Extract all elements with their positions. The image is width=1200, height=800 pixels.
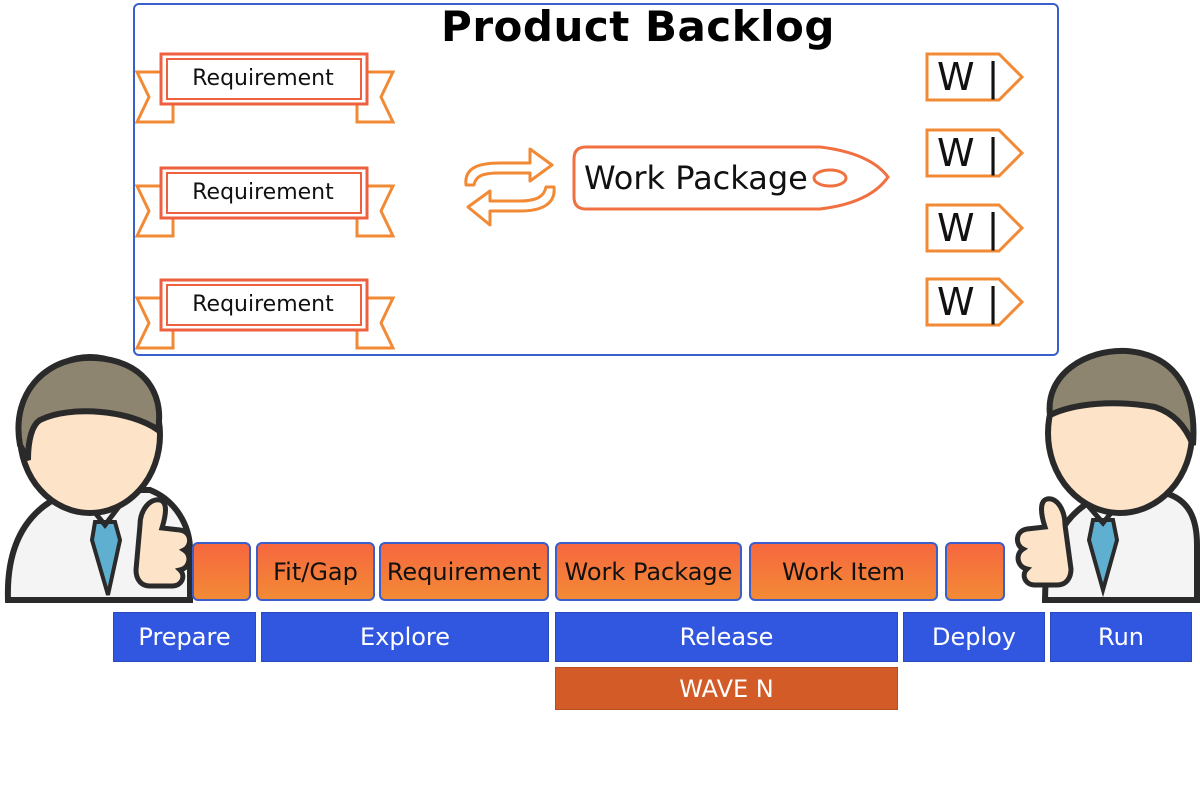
phase-box-fit-gap: Fit/Gap	[256, 542, 375, 601]
stage-deploy: Deploy	[903, 612, 1045, 662]
work-item-tag: W |	[925, 128, 1025, 178]
work-package-outline	[572, 145, 890, 211]
stage-label: Release	[679, 623, 774, 651]
stage-label: Explore	[359, 623, 451, 651]
ribbon-shape	[135, 52, 395, 124]
wave-label: WAVE N	[679, 674, 774, 703]
stage-label: Run	[1097, 623, 1145, 651]
tag-shape	[925, 128, 1025, 178]
work-item-tag: W |	[925, 277, 1025, 327]
work-item-tag-label: W |	[937, 55, 1000, 99]
exchange-arrows-icon	[464, 147, 556, 227]
phase-box-work-package: Work Package	[555, 542, 742, 601]
ribbon-shape	[135, 166, 395, 238]
stage-release: Release	[555, 612, 898, 662]
requirement-ribbon: Requirement	[135, 278, 395, 350]
requirement-label: Requirement	[192, 179, 334, 205]
phase-label: Work Item	[781, 557, 906, 586]
stage-prepare: Prepare	[113, 612, 256, 662]
work-item-tag-label: W |	[937, 131, 1000, 175]
stage-run: Run	[1050, 612, 1192, 662]
phase-box-requirement: Requirement	[379, 542, 549, 601]
phase-label: Fit/Gap	[273, 557, 358, 586]
requirement-label: Requirement	[192, 65, 334, 91]
phase-box-prepare	[192, 542, 251, 601]
phase-box-work-item: Work Item	[749, 542, 938, 601]
work-package-shape: Work Package	[570, 143, 895, 213]
person-thumbs-up-left-icon	[4, 354, 193, 603]
wave-bar: WAVE N	[555, 667, 898, 710]
tag-shape	[925, 203, 1025, 253]
work-item-tag: W |	[925, 203, 1025, 253]
stage-label: Deploy	[931, 623, 1017, 651]
work-item-tag-label: W |	[937, 206, 1000, 250]
work-package-label: Work Package	[584, 159, 808, 197]
person-thumbs-up-right-icon	[1015, 347, 1200, 603]
phase-label: Requirement	[386, 557, 542, 586]
tag-shape	[925, 52, 1025, 102]
phase-box-deploy	[945, 542, 1005, 601]
ribbon-shape	[135, 278, 395, 350]
work-item-tag-label: W |	[937, 280, 1000, 324]
requirement-ribbon: Requirement	[135, 166, 395, 238]
work-item-tag: W |	[925, 52, 1025, 102]
requirement-label: Requirement	[192, 291, 334, 317]
stage-explore: Explore	[261, 612, 549, 662]
backlog-title: Product Backlog	[441, 2, 835, 51]
tag-shape	[925, 277, 1025, 327]
phase-label: Work Package	[564, 557, 733, 586]
requirement-ribbon: Requirement	[135, 52, 395, 124]
stage-label: Prepare	[138, 623, 231, 651]
